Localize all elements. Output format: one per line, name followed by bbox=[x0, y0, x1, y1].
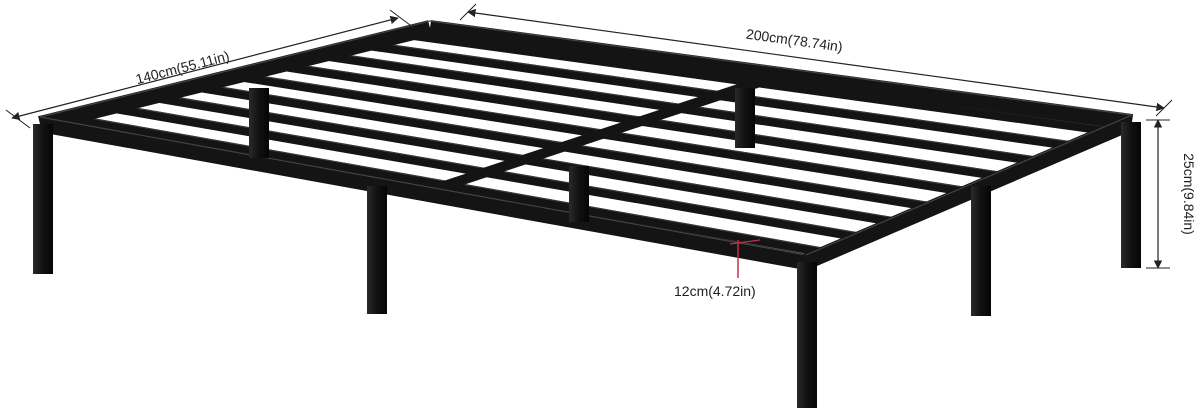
leg-left-middle bbox=[249, 88, 269, 158]
leg-front-left bbox=[33, 124, 53, 274]
leg-front-middle bbox=[367, 186, 387, 314]
front-rail bbox=[38, 116, 808, 270]
leg-right-middle bbox=[971, 186, 991, 316]
height-label: 25cm(9.84in) bbox=[1181, 153, 1197, 235]
left-rail-edge bbox=[39, 20, 431, 118]
dimension-clearance: 12cm(4.72in) bbox=[674, 239, 761, 299]
right-rail bbox=[802, 114, 1136, 270]
leg-center bbox=[569, 166, 589, 222]
leg-back-right bbox=[1121, 122, 1141, 268]
length-label: 200cm(78.74in) bbox=[745, 26, 844, 55]
front-rail-edge bbox=[39, 116, 807, 256]
leg-back-middle bbox=[735, 88, 755, 148]
leg-front-right bbox=[797, 262, 817, 408]
legs bbox=[33, 88, 1141, 408]
right-rail-edge bbox=[805, 114, 1133, 256]
dimension-height: 25cm(9.84in) bbox=[1146, 119, 1197, 269]
clearance-label: 12cm(4.72in) bbox=[674, 283, 756, 299]
